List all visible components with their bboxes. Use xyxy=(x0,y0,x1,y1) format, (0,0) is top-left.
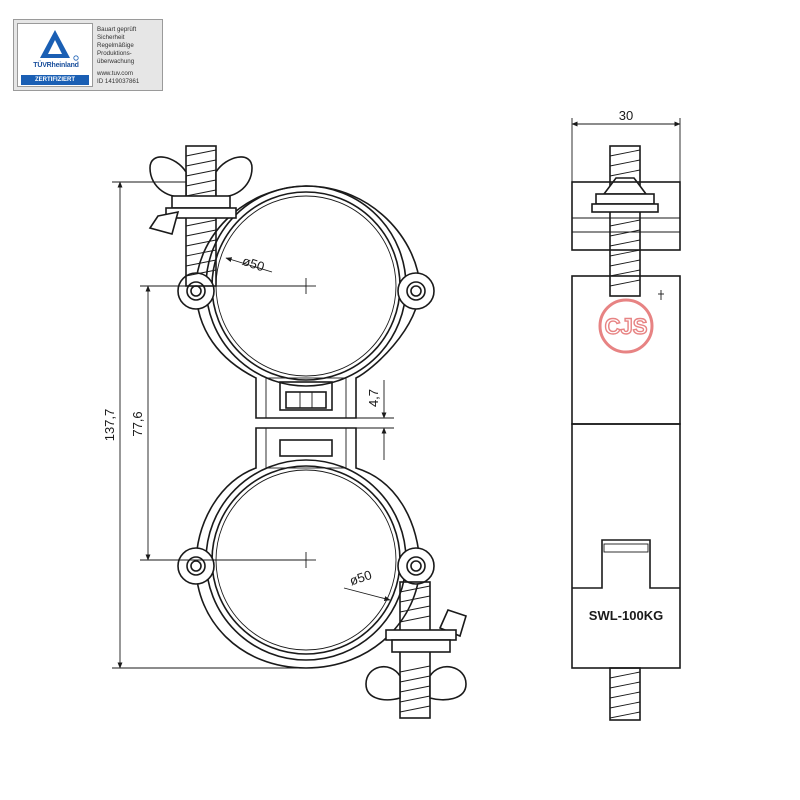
bottom-diameter-label: ø50 xyxy=(348,567,374,588)
tuv-triangle-icon xyxy=(40,30,79,61)
center-distance-dimension xyxy=(140,285,306,561)
cert-website: www.tuv.com xyxy=(97,70,133,77)
upper-left-lug xyxy=(177,272,215,310)
tuv-brand: TÜVRheinland xyxy=(33,62,79,69)
lower-left-lug xyxy=(177,547,215,585)
upper-wing-right xyxy=(215,156,253,198)
cert-line: Regelmäßige xyxy=(97,42,134,49)
cjs-watermark: CJS xyxy=(598,298,654,354)
overall-height-dimension xyxy=(112,181,306,669)
safe-working-load-label: SWL-100KG xyxy=(589,608,663,623)
top-diameter-label: ø50 xyxy=(240,253,266,274)
cert-line: Bauart geprüft xyxy=(97,26,137,33)
tuv-zertifiziert-badge: ZERTIFIZIERT xyxy=(21,75,89,85)
side-lower-body xyxy=(571,423,681,669)
side-top-block xyxy=(571,181,681,251)
gap-label: 4,7 xyxy=(366,389,381,407)
certificate-id-block: www.tuv.com ID 1419037861 xyxy=(97,70,139,86)
cert-id: ID 1419037861 xyxy=(97,78,140,85)
upper-wing-bolt xyxy=(148,145,253,287)
lower-wing-left xyxy=(365,665,401,701)
side-width-label: 30 xyxy=(619,108,633,123)
cert-line: Sicherheit xyxy=(97,34,125,41)
side-view: 30 CJS SWL-100KG xyxy=(571,108,681,721)
watermark-text: CJS xyxy=(605,314,648,339)
upper-diameter-leader xyxy=(225,257,273,273)
cert-line: Produktions- xyxy=(97,50,132,57)
upper-wing-left xyxy=(149,156,187,198)
side-bottom-bolt xyxy=(609,667,641,721)
lower-right-lug xyxy=(397,547,435,585)
side-width-dimension xyxy=(571,118,681,182)
lower-wing-right xyxy=(429,665,467,701)
certificate-text: Bauart geprüft Sicherheit Regelmäßige Pr… xyxy=(97,26,161,66)
cert-line: überwachung xyxy=(97,58,135,65)
lower-diameter-leader xyxy=(343,587,391,602)
upper-right-lug xyxy=(397,272,435,310)
overall-height-label: 137,7 xyxy=(102,409,117,442)
center-distance-label: 77,6 xyxy=(130,411,145,436)
front-view: 137,7 77,6 4,7 ø50 ø50 xyxy=(102,145,467,719)
tuv-certificate-badge: TÜVRheinland ZERTIFIZIERT Bauart geprüft… xyxy=(13,19,163,91)
side-upper-body xyxy=(571,275,681,425)
lower-wing-bolt xyxy=(365,581,467,719)
tuv-logo: TÜVRheinland ZERTIFIZIERT xyxy=(17,23,93,87)
center-nut xyxy=(279,381,333,411)
side-top-bolt xyxy=(609,145,641,297)
gap-dimension xyxy=(356,380,394,460)
